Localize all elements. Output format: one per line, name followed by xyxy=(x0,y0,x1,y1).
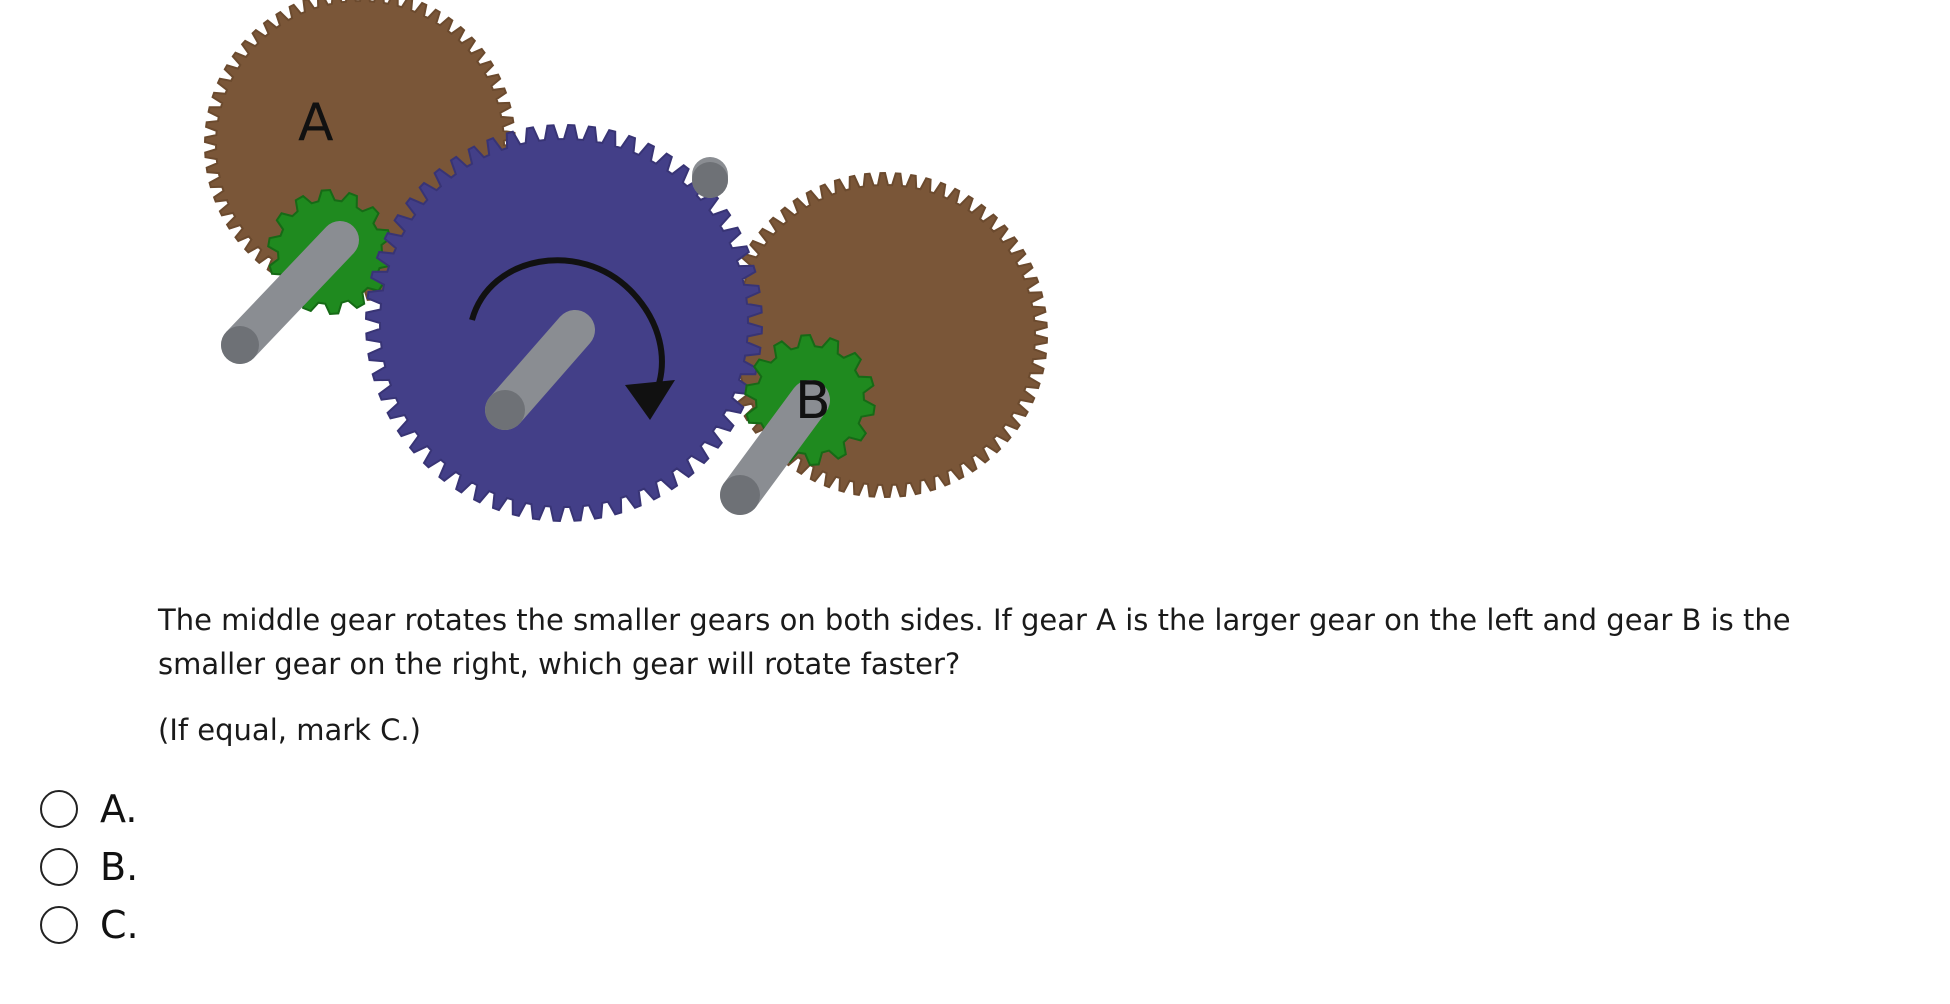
option-c-label: C. xyxy=(100,903,139,947)
shaft-middle xyxy=(485,310,595,430)
option-c[interactable]: C. xyxy=(40,896,139,954)
answer-options: A. B. C. xyxy=(40,780,139,954)
shaft-top xyxy=(692,157,728,198)
question-text: The middle gear rotates the smaller gear… xyxy=(158,603,1791,681)
gear-b-label: B xyxy=(795,371,831,431)
gears-layer xyxy=(203,0,1049,523)
option-a-label: A. xyxy=(100,787,138,831)
radio-button-b[interactable] xyxy=(40,848,78,886)
question-hint: (If equal, mark C.) xyxy=(158,713,421,747)
rotation-arrowhead-icon xyxy=(625,380,675,420)
option-a[interactable]: A. xyxy=(40,780,139,838)
option-b-label: B. xyxy=(100,845,139,889)
gear-diagram: A B xyxy=(150,0,1090,570)
shaft-b xyxy=(720,380,830,515)
rotation-arrow-icon xyxy=(469,257,665,397)
question-text-block: The middle gear rotates the smaller gear… xyxy=(158,598,1798,686)
shaft-a xyxy=(221,221,359,364)
option-b[interactable]: B. xyxy=(40,838,139,896)
gear-diagram-svg: A B xyxy=(203,0,1049,523)
radio-button-c[interactable] xyxy=(40,906,78,944)
radio-button-a[interactable] xyxy=(40,790,78,828)
gear-a-label: A xyxy=(298,93,334,153)
